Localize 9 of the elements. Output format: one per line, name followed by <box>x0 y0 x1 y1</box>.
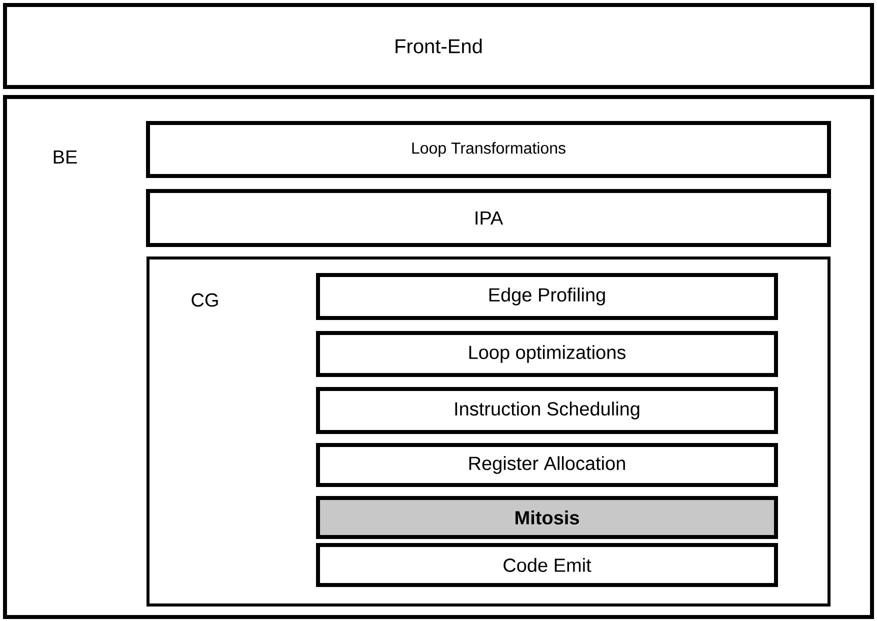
stage-box: Loop optimizations <box>316 331 778 377</box>
stage-box: Instruction Scheduling <box>316 387 778 434</box>
highlighted-stage-box: Mitosis <box>316 496 778 539</box>
stage-box: IPA <box>146 189 832 247</box>
stage-box: Code Emit <box>316 543 778 587</box>
stage-box: Loop Transformations <box>146 121 832 178</box>
stage-box: Front-End <box>3 3 874 89</box>
stage-box: Register Allocation <box>316 443 778 487</box>
stage-box: Edge Profiling <box>316 273 778 320</box>
